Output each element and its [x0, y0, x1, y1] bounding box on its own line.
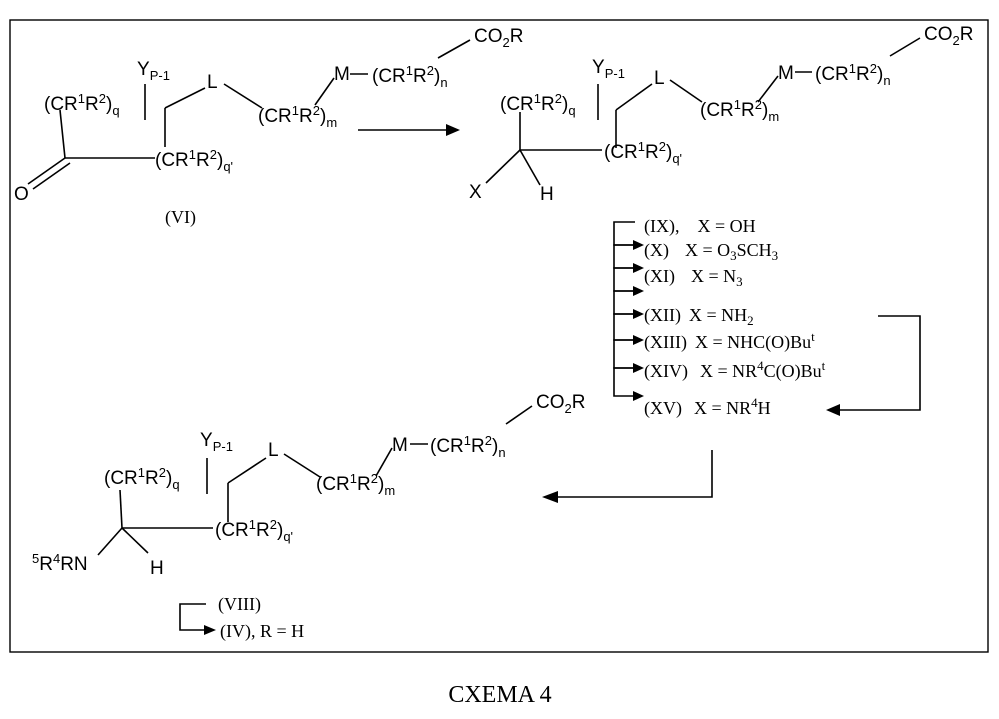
final-step-viii: (VIII): [218, 594, 261, 615]
scheme-caption: CXEMA 4: [448, 682, 551, 708]
bond-to-L: [165, 88, 205, 108]
bond-L-chain: [284, 454, 320, 477]
bond-to-ester: [438, 40, 470, 58]
bypass-arrow-xii-to-xv: [826, 316, 920, 416]
ring-top-label: (CR1R2)q: [500, 91, 576, 118]
chain-n-label: (CR1R2)n: [430, 433, 506, 460]
final-step-iv: (IV), R = H: [220, 621, 304, 642]
bond-ch-h: [520, 150, 540, 185]
metal-M-label: M: [392, 435, 408, 456]
bond-ch-h: [122, 528, 148, 553]
final-steps: (VIII) (IV), R = H: [180, 594, 304, 642]
linker-L-label: L: [268, 440, 279, 461]
compound-vi-label: (VI): [165, 207, 196, 228]
chain-m-label: (CR1R2)m: [316, 471, 395, 498]
ester-label: CO2R: [536, 392, 585, 416]
reaction-arrow-1: [358, 124, 460, 136]
bond-L-chain: [224, 84, 262, 108]
bond-ch-n: [98, 528, 122, 555]
series-item-xii: (XII)X = NH2: [644, 305, 754, 328]
bond-to-ester: [890, 38, 920, 56]
bond-L-chain: [670, 80, 702, 102]
transformation-series: (IX),X = OH (X)X = O3SCH3 (XI)X = N3 (XI…: [614, 216, 920, 419]
series-item-xi: (XI)X = N3: [644, 266, 743, 289]
x-substituent-label: X: [469, 182, 482, 203]
bond-to-L: [616, 84, 652, 110]
metal-M-label: M: [334, 64, 350, 85]
reaction-arrow-2: [542, 450, 712, 503]
chain-n-label: (CR1R2)n: [815, 61, 891, 88]
chain-m-label: (CR1R2)m: [700, 97, 779, 124]
series-item-ix: (IX),X = OH: [644, 216, 756, 237]
linker-L-label: L: [654, 68, 665, 89]
bond-chain-M: [315, 78, 334, 105]
bond: [60, 110, 65, 158]
amine-group-label: 5R4RN: [32, 551, 88, 575]
series-item-xiv: (XIV)X = NR4C(O)But: [644, 358, 826, 382]
series-item-xv: (XV)X = NR4H: [644, 395, 771, 419]
hydrogen-label: H: [150, 558, 164, 579]
bond-ch-x: [486, 150, 520, 183]
bond-chain-M: [376, 448, 392, 476]
y-group-label: YP-1: [137, 59, 170, 83]
step-arrowheads: [633, 240, 644, 401]
oxygen-label: O: [14, 184, 29, 205]
chain-n-label: (CR1R2)n: [372, 63, 448, 90]
hydrogen-label: H: [540, 184, 554, 205]
chain-m-label: (CR1R2)m: [258, 103, 337, 130]
y-group-label: YP-1: [200, 430, 233, 454]
linker-L-label: L: [207, 72, 218, 93]
ring-top-label: (CR1R2)q: [44, 91, 120, 118]
ester-label: CO2R: [474, 26, 523, 50]
metal-M-label: M: [778, 63, 794, 84]
ring-bottom-label: (CR1R2)q': [155, 147, 233, 174]
ester-label: CO2R: [924, 24, 973, 48]
y-group-label: YP-1: [592, 57, 625, 81]
series-item-xiii: (XIII)X = NHC(O)But: [644, 329, 815, 353]
series-item-x: (X)X = O3SCH3: [644, 240, 778, 263]
bond: [120, 490, 122, 528]
compound-intermediate: YP-1 (CR1R2)q L (CR1R2)m M (CR1R2)n CO2R…: [469, 24, 973, 205]
ring-top-label: (CR1R2)q: [104, 465, 180, 492]
ring-bottom-label: (CR1R2)q': [215, 517, 293, 544]
ring-bottom-label: (CR1R2)q': [604, 139, 682, 166]
bond-to-L: [228, 458, 266, 483]
compound-final: YP-1 (CR1R2)q L (CR1R2)m M (CR1R2)n CO2R…: [32, 392, 585, 579]
bond-to-ester: [506, 406, 532, 424]
